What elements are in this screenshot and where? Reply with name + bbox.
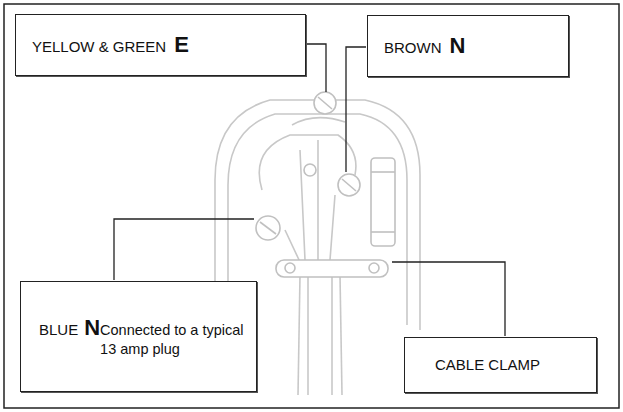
outer-frame: [4, 4, 619, 408]
label-box: CABLE CLAMP: [404, 337, 597, 393]
wire-letter: N: [450, 33, 466, 59]
wire-label: CABLE CLAMP: [435, 356, 540, 374]
wire-letter: E: [174, 32, 189, 58]
cable-clamp-bar: [276, 260, 388, 277]
label-box: BLUE NConnected to a typical 13 amp plug: [20, 281, 257, 392]
wire-label: BLUE: [39, 321, 78, 339]
wire-letter: N: [84, 315, 100, 341]
label-box: YELLOW & GREEN E: [15, 14, 306, 76]
wire-label: YELLOW & GREEN: [32, 38, 166, 56]
label-box: BROWN N: [367, 15, 569, 77]
wire-label: BROWN: [384, 39, 442, 57]
note-text: Connected to a typical 13 amp plug: [100, 321, 245, 359]
terminals: [256, 92, 360, 240]
fuse: [371, 158, 395, 246]
